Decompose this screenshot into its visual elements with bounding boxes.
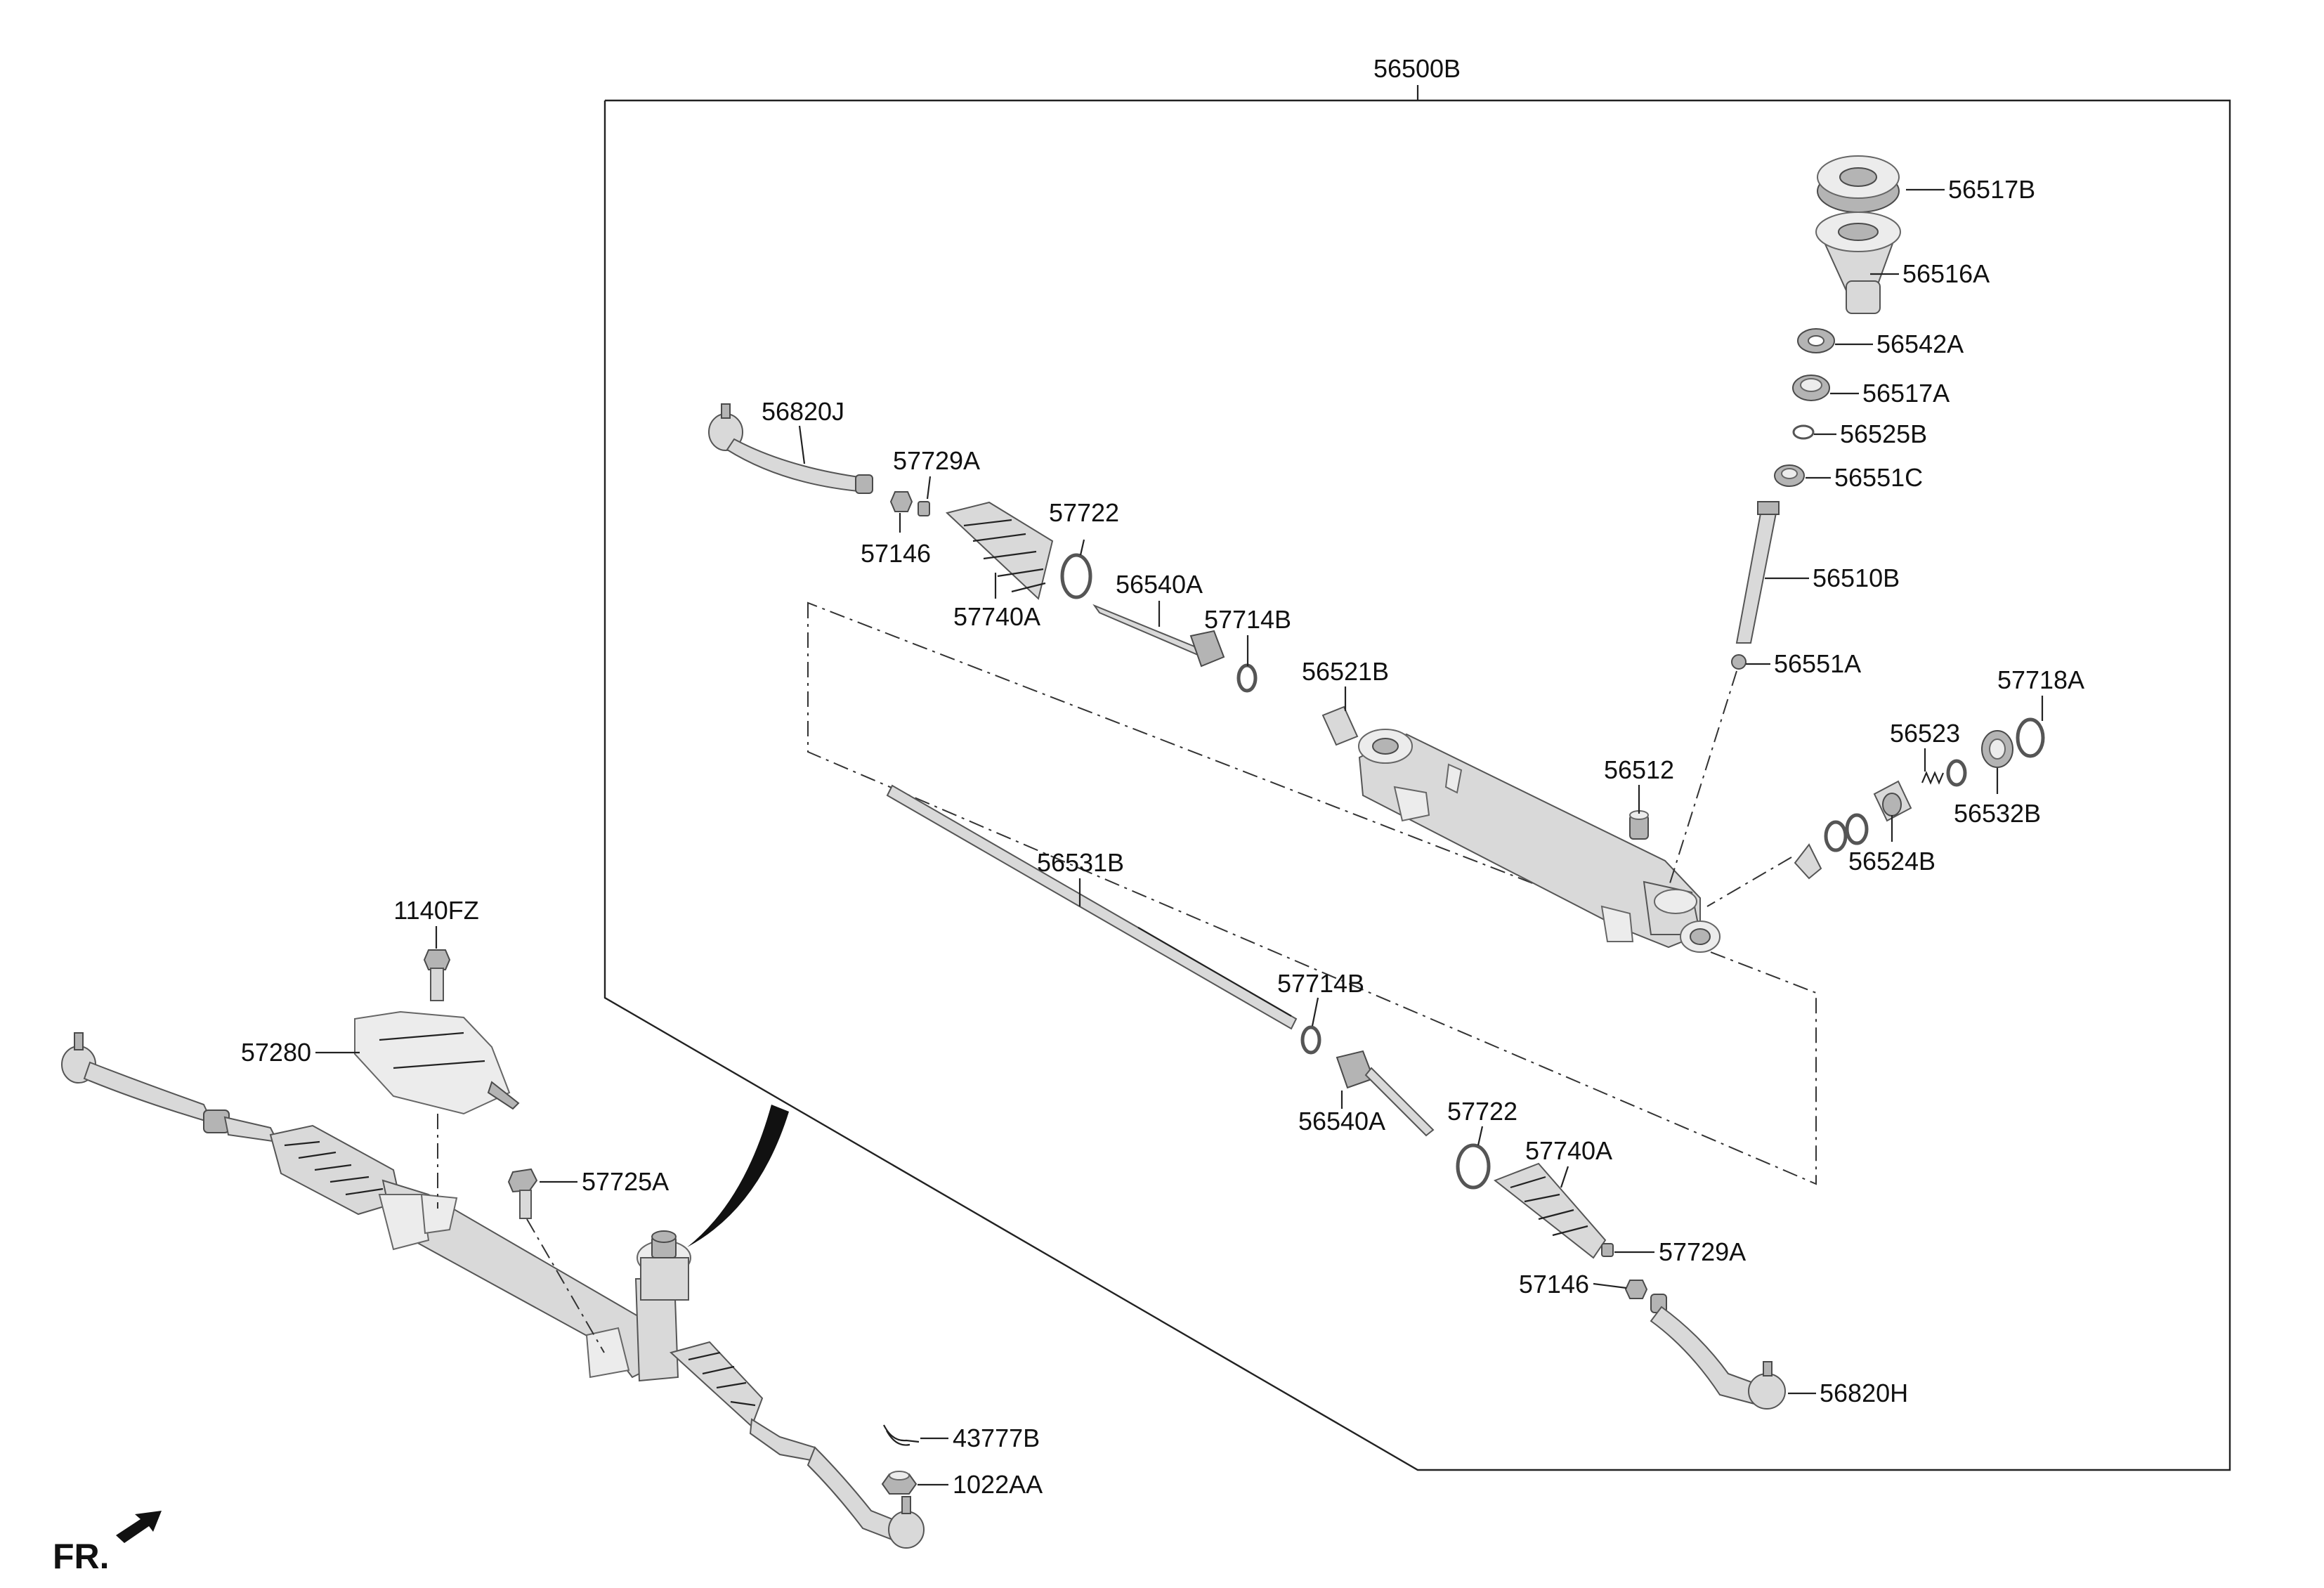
inner-rod-right-part — [1336, 1050, 1435, 1137]
part-label-1140fz: 1140FZ — [393, 896, 478, 925]
nut-right-part — [1624, 1280, 1648, 1299]
pinion-shaft-part — [1735, 501, 1780, 644]
part-label-57725a: 57725A — [582, 1167, 669, 1196]
part-label-57714b-lower: 57714B — [1277, 969, 1364, 998]
part-label-57729a-lower: 57729A — [1659, 1237, 1746, 1266]
part-label-56525b: 56525B — [1840, 419, 1927, 448]
yoke-plug-part — [1794, 843, 1822, 880]
part-label-57146-lower: 57146 — [1519, 1270, 1589, 1299]
part-label-56540a-upper: 56540A — [1116, 570, 1203, 599]
part-label-56521b: 56521B — [1302, 657, 1389, 686]
heat-shield-part — [354, 1010, 520, 1115]
part-label-1022aa: 1022AA — [953, 1470, 1043, 1499]
clip-left-part — [918, 501, 930, 516]
part-label-56512: 56512 — [1604, 755, 1674, 784]
part-label-56540a-lower: 56540A — [1298, 1107, 1385, 1135]
part-label-57740a-lower: 57740A — [1525, 1136, 1612, 1165]
boot-left-part — [945, 501, 1054, 600]
bushing-part — [1321, 705, 1359, 746]
part-label-56516a: 56516A — [1902, 259, 1990, 288]
part-label-57722-upper: 57722 — [1049, 498, 1119, 527]
part-label-57718a: 57718A — [1997, 665, 2084, 694]
part-label-57740a-upper: 57740A — [953, 602, 1040, 631]
rack-bar-part — [886, 784, 1298, 1030]
direction-label: FR. — [53, 1537, 110, 1576]
o-ring-part — [2016, 717, 2045, 758]
rack-subgroup-outline — [807, 601, 1817, 1185]
assembly-label: 56500B — [1373, 54, 1461, 83]
bolt-1140fz-part — [423, 949, 451, 1001]
yoke-part — [1873, 780, 1912, 822]
part-label-56523: 56523 — [1890, 719, 1960, 748]
o-ring-small-part — [1946, 759, 1967, 787]
seal-ring-part — [1797, 328, 1835, 353]
part-label-56517a: 56517A — [1862, 379, 1950, 408]
assembly-outline — [603, 85, 2231, 1471]
yoke-ring-a-part — [1824, 820, 1848, 852]
part-label-57280: 57280 — [241, 1038, 311, 1067]
dash-connector-lines — [437, 670, 1792, 1353]
clip-right-part — [1601, 1243, 1614, 1257]
spring-part — [1921, 771, 1945, 785]
part-labels: 56500B 56517B 56516A 56542A 56517A 56525… — [53, 54, 2084, 1576]
front-direction-arrow — [116, 1511, 162, 1543]
inner-rod-left-part — [1092, 604, 1225, 668]
rack-housing-part — [1358, 729, 1721, 953]
plug-part — [1731, 654, 1747, 670]
pinion-housing-part — [1815, 211, 1901, 314]
part-label-57146-upper: 57146 — [861, 539, 931, 568]
leader-lines — [315, 188, 2044, 1486]
steering-gear-assembly-part — [61, 1032, 925, 1549]
part-label-56820j: 56820J — [762, 397, 844, 426]
part-label-56531b: 56531B — [1037, 848, 1124, 877]
yoke-ring-b-part — [1845, 813, 1869, 845]
lock-washer-right-part — [1300, 1025, 1321, 1055]
tie-rod-end-left-part — [708, 403, 873, 494]
clamp-left-part — [1060, 553, 1092, 599]
part-label-57714b-upper: 57714B — [1204, 605, 1291, 634]
cotter-pin-part — [883, 1424, 920, 1446]
bearing-cap-part — [1817, 155, 1900, 213]
plug-56512-part — [1629, 810, 1649, 840]
part-label-56551c: 56551C — [1834, 463, 1923, 492]
lock-washer-left-part — [1236, 663, 1258, 693]
bearing-small-part — [1774, 464, 1805, 487]
part-label-56510b: 56510B — [1813, 564, 1900, 592]
boot-right-part — [1494, 1162, 1607, 1259]
tie-rod-end-right-part — [1650, 1294, 1786, 1410]
part-label-56820h: 56820H — [1820, 1379, 1908, 1407]
part-label-56542a: 56542A — [1876, 330, 1964, 358]
yoke-cap-part — [1981, 730, 2013, 768]
snap-ring-part — [1792, 424, 1815, 440]
bolt-57725a-part — [507, 1168, 538, 1219]
part-label-56551a: 56551A — [1774, 649, 1861, 678]
castle-nut-part — [881, 1471, 918, 1495]
callout-wedge — [687, 1105, 789, 1247]
part-label-56517b: 56517B — [1948, 175, 2035, 204]
part-label-56532b: 56532B — [1954, 799, 2041, 828]
clamp-right-part — [1456, 1143, 1491, 1190]
part-label-57729a-upper: 57729A — [893, 446, 980, 475]
bearing-part — [1792, 375, 1830, 401]
nut-left-part — [889, 491, 913, 512]
part-label-57722-lower: 57722 — [1447, 1097, 1517, 1126]
part-label-43777b: 43777B — [953, 1424, 1040, 1452]
part-label-56524b: 56524B — [1848, 847, 1935, 876]
